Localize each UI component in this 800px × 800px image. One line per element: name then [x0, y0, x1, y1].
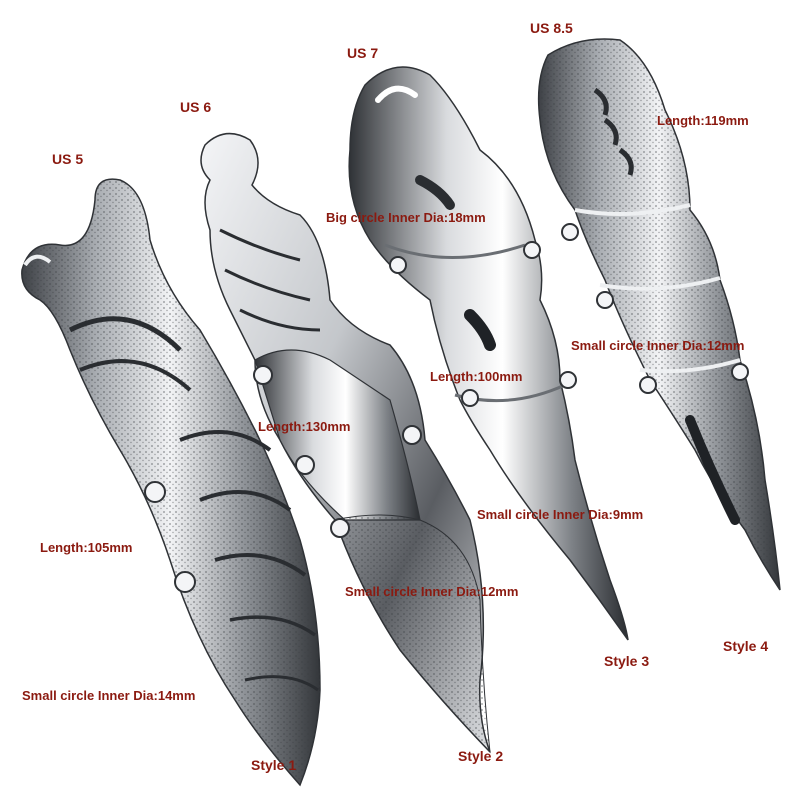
style-label-2: Style 2	[458, 748, 504, 764]
ring-style-2-claw	[200, 132, 491, 754]
inner-dia-label-style-3: Small circle Inner Dia:9mm	[477, 507, 644, 522]
size-label-style-3: US 7	[347, 45, 379, 61]
ring-style-4-armored	[537, 38, 781, 591]
length-label-style-1: Length:105mm	[40, 540, 133, 555]
size-label-style-2: US 6	[180, 99, 212, 115]
inner-dia-label-style-4: Small circle Inner Dia:12mm	[571, 338, 745, 353]
style-label-3: Style 3	[604, 653, 650, 669]
inner-dia-label-style-1: Small circle Inner Dia:14mm	[22, 688, 196, 703]
ring-style-3-talon	[348, 66, 629, 641]
length-label-style-3: Length:100mm	[430, 369, 523, 384]
length-label-style-4: Length:119mm	[657, 113, 749, 128]
length-label-style-2: Length:130mm	[258, 419, 351, 434]
big-circle-dia-label-style-3: Big circle Inner Dia:18mm	[326, 210, 486, 225]
style-label-4: Style 4	[723, 638, 769, 654]
inner-dia-label-style-2: Small circle Inner Dia:12mm	[345, 584, 519, 599]
size-label-style-1: US 5	[52, 151, 84, 167]
size-label-style-4: US 8.5	[530, 20, 573, 36]
ring-style-1-scorpion	[21, 178, 321, 787]
style-label-1: Style 1	[251, 757, 297, 773]
